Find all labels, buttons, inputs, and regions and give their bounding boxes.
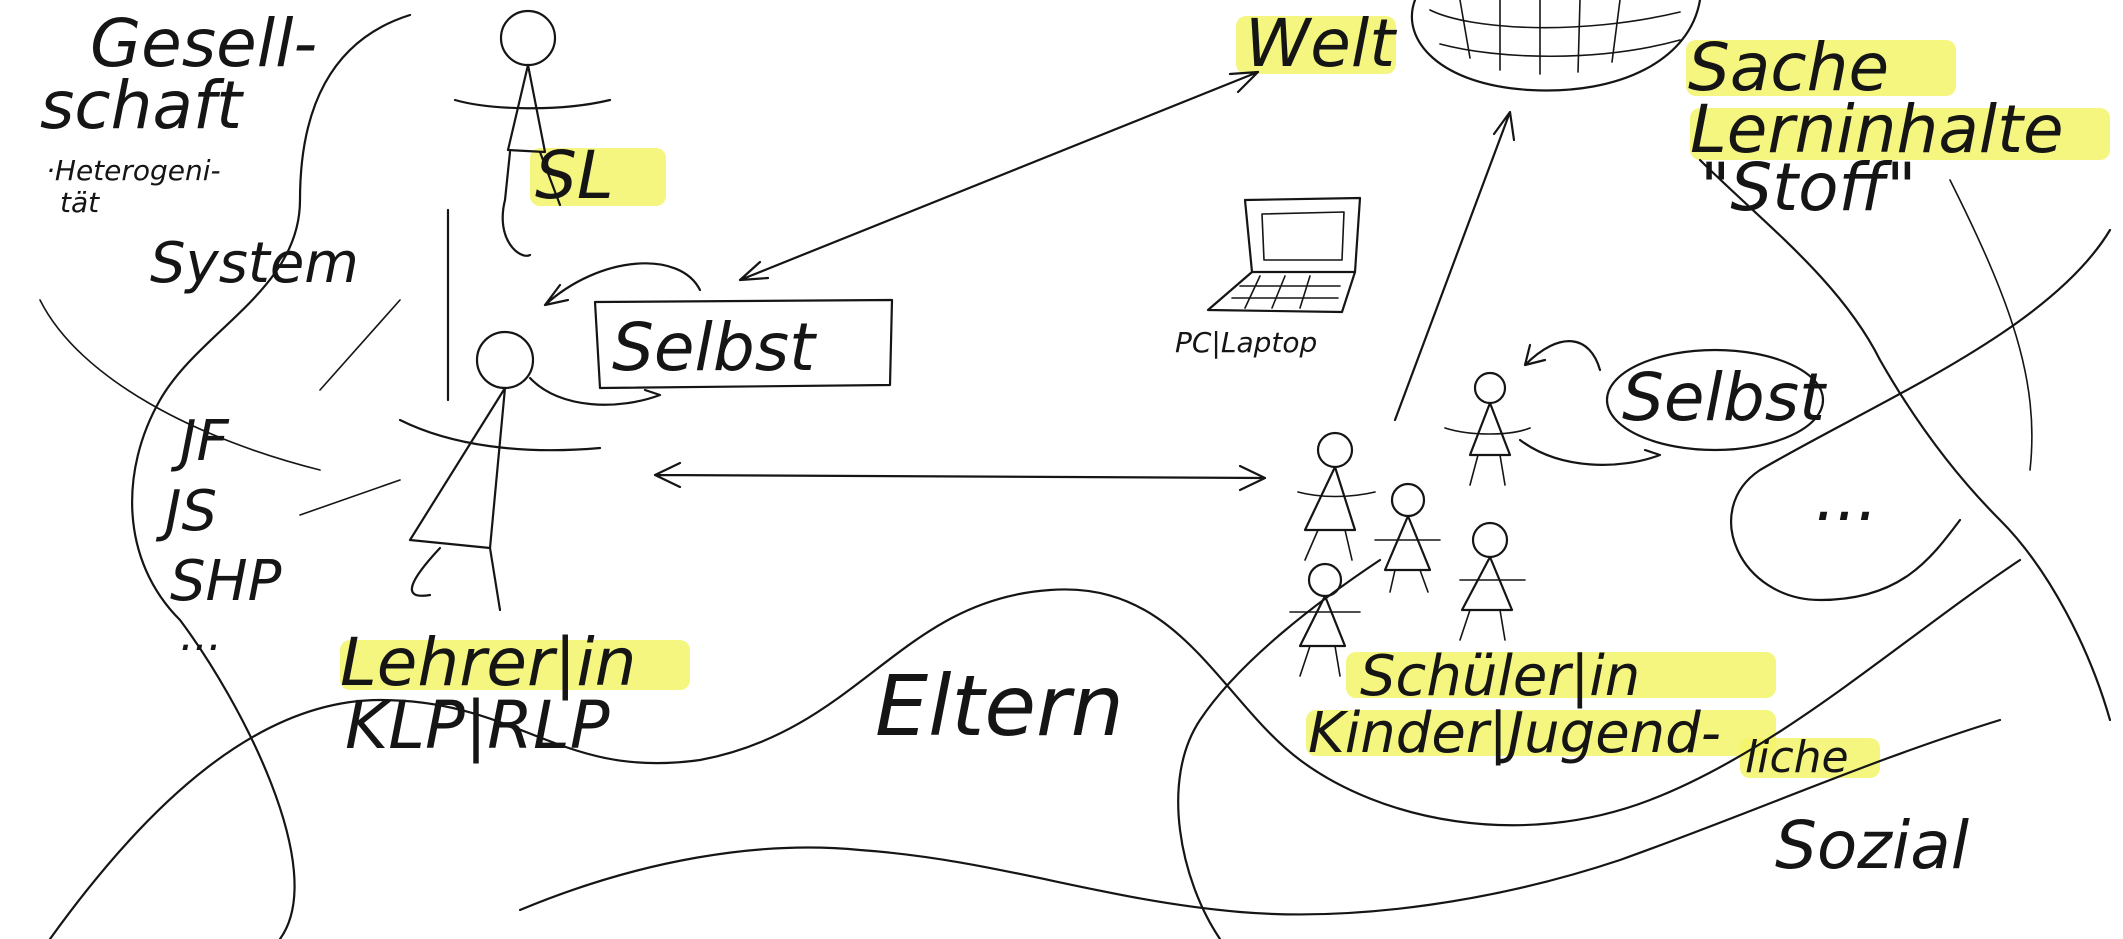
arrow-students-globe — [1393, 110, 1516, 422]
label-shp: SHP — [170, 549, 282, 614]
boundary-system-curve — [39, 299, 321, 471]
selbst-teacher-loop-arrow — [543, 262, 702, 307]
label-welt: Welt — [1245, 5, 1397, 82]
label-selbst-teacher: Selbst — [612, 309, 817, 386]
label-selbst-student: Selbst — [1622, 359, 1827, 436]
label-pc-laptop: PC|Laptop — [1175, 326, 1317, 359]
students-group — [1289, 371, 1531, 677]
highlight-schueler — [1346, 652, 1776, 698]
highlight-liche — [1740, 738, 1880, 778]
label-gesellschaft-1: Gesell- — [90, 5, 317, 82]
sl-figure — [453, 9, 612, 257]
boundary-eltern-loop — [1177, 558, 1382, 939]
boundary-right-curve — [1698, 158, 2112, 722]
label-sl: SL — [535, 137, 614, 214]
label-heterogenitaet-2: tät — [60, 186, 100, 219]
label-sache: Sache — [1688, 29, 1889, 106]
label-lerninhalte: Lerninhalte — [1690, 91, 2064, 168]
label-ellipsis-right: ... — [1815, 459, 1878, 536]
highlight-welt — [1236, 16, 1396, 74]
label-kinder: Kinder|Jugend- — [1308, 701, 1721, 766]
teacher-figure — [299, 330, 602, 612]
boundary-right-loop — [1730, 228, 2112, 602]
selbst-student-loop-arrow — [1523, 340, 1602, 372]
label-js: JS — [155, 479, 217, 544]
label-sozial: Sozial — [1775, 807, 1970, 884]
highlight-sl — [530, 148, 666, 206]
label-jf: JF — [170, 409, 230, 474]
label-eltern: Eltern — [875, 657, 1124, 755]
label-system: System — [150, 231, 359, 296]
label-lehrer: Lehrer|in — [340, 624, 636, 701]
system-diagonal-line — [319, 299, 401, 391]
right-diagonal-line — [1949, 179, 2033, 471]
highlight-kinder — [1306, 710, 1776, 756]
highlight-lerninhalte — [1690, 108, 2110, 160]
label-klp-rlp: KLP|RLP — [345, 687, 610, 764]
arrow-teacher-students — [653, 461, 1267, 492]
boundary-lower-wave — [518, 718, 2002, 916]
label-gesellschaft-2: schaft — [40, 67, 244, 144]
label-heterogenitaet-1: ·Heterogeni- — [46, 154, 221, 187]
boundary-eltern-wave — [48, 558, 2022, 939]
globe-icon — [1410, 0, 1702, 92]
highlight-lehrer — [340, 640, 690, 690]
label-schueler: Schüler|in — [1360, 644, 1640, 709]
label-ellipsis-left: ... — [180, 610, 222, 661]
selbst-teacher-return — [528, 376, 662, 406]
laptop-icon — [1206, 196, 1362, 314]
selbst-student-return — [1518, 438, 1662, 466]
selbst-teacher-box — [593, 298, 894, 390]
selbst-student-ellipse — [1605, 348, 1825, 452]
highlight-sache — [1686, 40, 1956, 96]
label-liche: liche — [1745, 732, 1849, 783]
label-stoff: "Stoff" — [1700, 149, 1917, 226]
arrow-teacher-welt — [738, 70, 1260, 282]
